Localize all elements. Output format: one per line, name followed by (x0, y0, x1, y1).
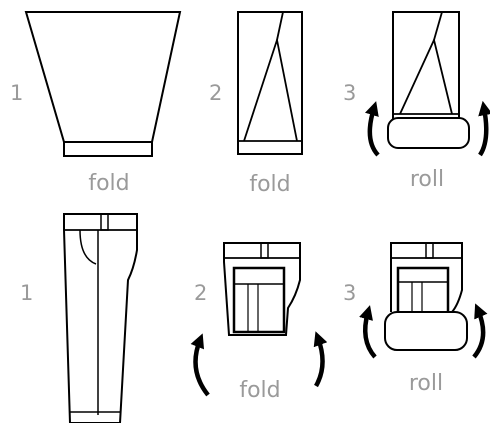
folded-leg-panel (232, 266, 286, 334)
step-number: 2 (209, 81, 222, 105)
fold-line-a (433, 11, 443, 41)
fold-line-b (243, 36, 298, 142)
step-number: 1 (20, 281, 33, 305)
folded-shirt-outline (237, 11, 303, 155)
folded-leg-panel (396, 266, 450, 316)
shirt-step-2: 2 fold (209, 11, 303, 197)
fold-line-b (399, 37, 453, 115)
curved-arrow-icon (364, 101, 380, 157)
step-number: 1 (10, 81, 23, 105)
shirt-step-3: 3 roll (343, 11, 490, 192)
shirt-trapezoid-shape (24, 11, 182, 143)
belt-loop (260, 242, 269, 259)
rolled-pants-outline (390, 242, 463, 313)
pocket-curve (79, 229, 97, 265)
curved-arrow-icon (313, 331, 328, 388)
step-number: 3 (343, 281, 356, 305)
step-caption: fold (249, 172, 290, 197)
curved-arrow-icon (478, 100, 490, 157)
pants-step-3: 3 roll (343, 242, 488, 396)
shirt-step-1: 1 fold (10, 11, 182, 196)
pants-row: 1 2 fold 3 (20, 213, 488, 423)
roll-cylinder (384, 311, 468, 351)
pants-step-1: 1 (20, 213, 138, 423)
belt-loop (425, 242, 434, 259)
rolled-shirt-outline (392, 11, 460, 120)
step-number: 2 (194, 281, 207, 305)
curved-arrow-icon (472, 303, 488, 359)
curved-arrow-icon (359, 305, 377, 359)
pants-step-2: 2 fold (190, 242, 328, 403)
pants-outline (63, 213, 138, 423)
curved-arrow-icon (190, 333, 210, 397)
step-caption: roll (409, 371, 443, 396)
step-caption: fold (88, 171, 129, 196)
step-number: 3 (343, 81, 356, 105)
roll-cylinder (387, 117, 470, 149)
shirt-row: 1 fold 2 fold 3 roll (10, 11, 490, 197)
step-caption: fold (239, 378, 280, 403)
belt-loop (100, 213, 109, 231)
folded-pants-outline (223, 242, 301, 336)
fold-line-a (276, 11, 284, 41)
shirt-hem-band (63, 141, 153, 157)
step-caption: roll (410, 167, 444, 192)
